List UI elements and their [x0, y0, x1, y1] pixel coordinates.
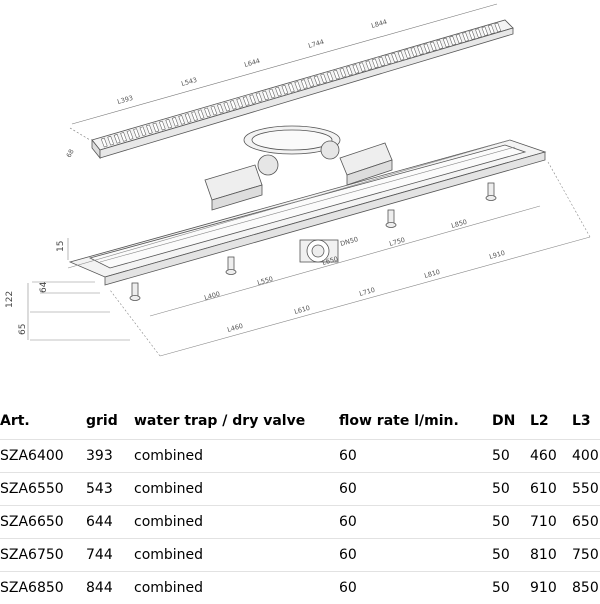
- cell-l3: 400: [572, 440, 600, 473]
- cell-flow-rate: 60: [339, 440, 492, 473]
- cell-dn: 50: [492, 506, 530, 539]
- cell-dn: 50: [492, 473, 530, 506]
- table-row: SZA6400 393 combined 60 50 460 400: [0, 440, 600, 473]
- cell-art: SZA6400: [0, 440, 86, 473]
- overall-label-810: L810: [423, 268, 441, 280]
- grid-dimension-line: [70, 4, 497, 140]
- technical-drawing: L393 L543 L644 L744 L844 68: [0, 0, 600, 385]
- base-label-400: L400: [203, 290, 221, 302]
- table-row: SZA6850 844 combined 60 50 910 850: [0, 572, 600, 604]
- cell-dn: 50: [492, 539, 530, 572]
- cell-l3: 750: [572, 539, 600, 572]
- cell-water-trap: combined: [134, 473, 339, 506]
- header-l2: L2: [530, 403, 572, 440]
- dimension-15: 15: [56, 241, 66, 252]
- cell-l3: 650: [572, 506, 600, 539]
- cell-dn: 50: [492, 572, 530, 604]
- header-art: Art.: [0, 403, 86, 440]
- grid-label-744: L744: [307, 38, 325, 50]
- cell-l3: 850: [572, 572, 600, 604]
- header-dn: DN: [492, 403, 530, 440]
- cell-water-trap: combined: [134, 506, 339, 539]
- base-label-550: L550: [256, 275, 274, 287]
- spec-table: Art. grid water trap / dry valve flow ra…: [0, 403, 600, 604]
- grid-label-644: L644: [243, 57, 261, 69]
- cell-grid: 644: [86, 506, 134, 539]
- cell-flow-rate: 60: [339, 572, 492, 604]
- cell-grid: 744: [86, 539, 134, 572]
- cell-grid: 543: [86, 473, 134, 506]
- base-label-850: L850: [450, 218, 468, 230]
- cell-l3: 550: [572, 473, 600, 506]
- table-header-row: Art. grid water trap / dry valve flow ra…: [0, 403, 600, 440]
- overall-label-710: L710: [358, 286, 376, 298]
- cell-water-trap: combined: [134, 440, 339, 473]
- table-row: SZA6550 543 combined 60 50 610 550: [0, 473, 600, 506]
- table-row: SZA6750 744 combined 60 50 810 750: [0, 539, 600, 572]
- cell-grid: 844: [86, 572, 134, 604]
- header-water-trap: water trap / dry valve: [134, 403, 339, 440]
- table-row: SZA6650 644 combined 60 50 710 650: [0, 506, 600, 539]
- cell-flow-rate: 60: [339, 539, 492, 572]
- cell-l2: 710: [530, 506, 572, 539]
- grid-label-393: L393: [116, 94, 134, 106]
- drain-channel: [70, 140, 545, 285]
- header-l3: L3: [572, 403, 600, 440]
- cell-flow-rate: 60: [339, 473, 492, 506]
- cell-art: SZA6550: [0, 473, 86, 506]
- dimension-65: 65: [18, 324, 28, 335]
- outlet-dn-label: DN50: [339, 235, 359, 248]
- cell-art: SZA6750: [0, 539, 86, 572]
- cell-art: SZA6650: [0, 506, 86, 539]
- header-grid: grid: [86, 403, 134, 440]
- cell-art: SZA6850: [0, 572, 86, 604]
- grid-label-844: L844: [370, 18, 388, 30]
- cell-flow-rate: 60: [339, 506, 492, 539]
- overall-label-910: L910: [488, 249, 506, 261]
- cell-l2: 610: [530, 473, 572, 506]
- cell-grid: 393: [86, 440, 134, 473]
- dimension-64: 64: [39, 281, 49, 293]
- overall-label-460: L460: [226, 322, 244, 334]
- grid-label-543: L543: [180, 76, 198, 88]
- overall-label-610: L610: [293, 304, 311, 316]
- cell-l2: 910: [530, 572, 572, 604]
- dimension-122: 122: [5, 291, 15, 308]
- header-flow-rate: flow rate l/min.: [339, 403, 492, 440]
- cell-water-trap: combined: [134, 572, 339, 604]
- cell-l2: 810: [530, 539, 572, 572]
- grid-width-label: 68: [65, 148, 76, 159]
- cell-water-trap: combined: [134, 539, 339, 572]
- cell-dn: 50: [492, 440, 530, 473]
- cell-l2: 460: [530, 440, 572, 473]
- dry-valve-left: [205, 155, 278, 210]
